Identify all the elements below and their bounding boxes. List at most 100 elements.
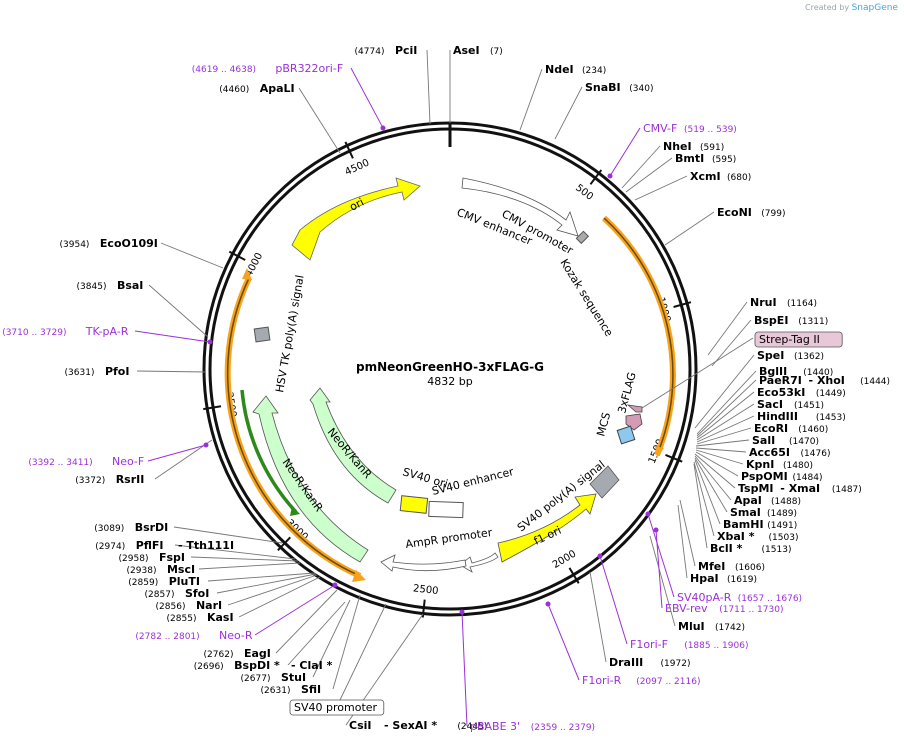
site-position: (1742) — [715, 623, 745, 633]
site-position: (680) — [727, 173, 751, 183]
site-asei: (7)AseI — [453, 44, 503, 57]
site-name: DraIII — [609, 656, 643, 669]
site-position: (2958) — [119, 554, 149, 564]
site-bsai: (3845)BsaI — [77, 279, 144, 292]
site-name: BspEI — [754, 314, 788, 327]
primer-name: F1ori-F — [630, 638, 668, 651]
site-name: EcoO109I — [100, 237, 158, 250]
primer-range: (2359 .. 2379) — [531, 723, 595, 733]
site-name: BamHI — [723, 518, 764, 531]
site-name: FspI — [159, 551, 185, 564]
snapgene-credit: Created by SnapGene — [805, 3, 898, 13]
primer-site-mark — [207, 339, 213, 345]
strep-tag-label: Strep-Tag II — [754, 331, 843, 348]
site-name: RsrII — [116, 473, 145, 486]
site-leader — [694, 457, 728, 513]
site-leader — [696, 370, 757, 435]
site-ecori: (1460)EcoRI — [754, 422, 828, 435]
site-name-extra: - XhoI — [809, 374, 845, 387]
feature-hsvtk — [253, 326, 271, 343]
site-name: XbaI * — [717, 530, 755, 543]
site-pcii: (4774)PciI — [355, 44, 418, 57]
site-position: (7) — [490, 47, 503, 57]
site-leader — [694, 354, 755, 429]
site-bmti: (595)BmtI — [675, 152, 736, 165]
tick-label: 4500 — [343, 158, 371, 179]
site-eco53ki: (1449)Eco53kI — [757, 386, 846, 399]
primer-site-mark — [332, 582, 338, 588]
site-econi: (799)EcoNI — [717, 206, 786, 219]
site-pluti: (2859)PluTI — [128, 575, 200, 588]
label-mcs: MCS — [594, 411, 613, 438]
label-sv40enh: SV40 enhancer — [431, 465, 516, 498]
primer-range: (3710 .. 3729) — [2, 328, 66, 338]
label-kozak: Kozak sequence — [557, 257, 615, 339]
site-bamhi: (1491)BamHI — [723, 518, 797, 531]
site-position: (1480) — [783, 461, 813, 471]
site-leader — [696, 427, 752, 445]
site-position: (2859) — [128, 578, 158, 588]
site-position: (1164) — [787, 299, 817, 309]
feature-ampr-promoter-a — [459, 552, 499, 573]
site-position: (4460) — [219, 85, 249, 95]
primer-leader — [134, 330, 211, 343]
site-leader — [621, 145, 661, 189]
site-leader — [677, 504, 688, 579]
orf-arc-neongreen-core — [603, 217, 674, 456]
site-position: (1619) — [727, 575, 757, 585]
site-pflfi: (2974)PflFI- Tth111I — [95, 539, 234, 552]
site-position: (1476) — [801, 449, 831, 459]
site-position: (2631) — [261, 686, 291, 696]
site-name: PflFI — [136, 539, 164, 552]
site-name: NruI — [750, 296, 777, 309]
site-sali: (1470)SalI — [752, 434, 819, 447]
tick-mark — [673, 301, 692, 308]
site-leader — [695, 439, 750, 447]
site-name-extra: - ClaI * — [291, 659, 333, 672]
site-name: KasI — [207, 611, 234, 624]
strep-leader — [641, 337, 754, 409]
site-leader — [298, 87, 341, 154]
feature-sv40pa — [589, 465, 620, 499]
primer-site-mark — [545, 601, 551, 607]
feature-sv40ori — [399, 495, 429, 514]
primer-leader — [599, 555, 628, 645]
site-name: PaeR7I — [759, 374, 802, 387]
tick-mark — [568, 567, 580, 584]
site-position: (1972) — [661, 659, 691, 669]
site-leader — [589, 571, 607, 663]
feature-mcs — [616, 425, 636, 445]
site-sfii: (2631) SfiI — [261, 683, 322, 696]
primer-neor: (2782 .. 2801)Neo-R — [135, 629, 252, 642]
site-bspei: (1311)BspEI — [754, 314, 828, 327]
primer-leader — [254, 584, 336, 636]
tick-mark — [665, 454, 683, 463]
site-leader — [227, 574, 318, 606]
sv40p-leader — [339, 603, 387, 701]
site-leader — [711, 319, 752, 367]
site-leader — [694, 459, 721, 525]
site-leader — [174, 544, 296, 560]
strep-tag-label-box — [754, 331, 843, 348]
site-leader — [554, 86, 583, 140]
site-name: NarI — [196, 599, 222, 612]
site-position: (3954) — [60, 240, 90, 250]
site-name: SfiI — [301, 683, 321, 696]
primer-leader — [609, 127, 641, 177]
site-name-extra: - XmaI — [780, 482, 820, 495]
site-leader — [148, 284, 209, 338]
site-position: (2856) — [156, 602, 186, 612]
feature-strep — [626, 404, 643, 413]
site-name: BmtI — [675, 152, 704, 165]
site-fspi: (2958) FspI — [119, 551, 185, 564]
primer-ebvrev: (1711 .. 1730)EBV-rev — [665, 602, 783, 615]
site-eagi: (2762)EagI — [204, 647, 271, 660]
site-leader — [679, 499, 696, 567]
feature-neor-2 — [252, 395, 369, 563]
site-position: (1440) — [803, 368, 833, 378]
site-position: (3845) — [77, 282, 107, 292]
site-position: (1606) — [735, 563, 765, 573]
tick-label: 2500 — [412, 583, 439, 597]
site-position: (1513) — [762, 545, 792, 555]
label-ampr-promoter: AmpR promoter — [405, 526, 494, 551]
